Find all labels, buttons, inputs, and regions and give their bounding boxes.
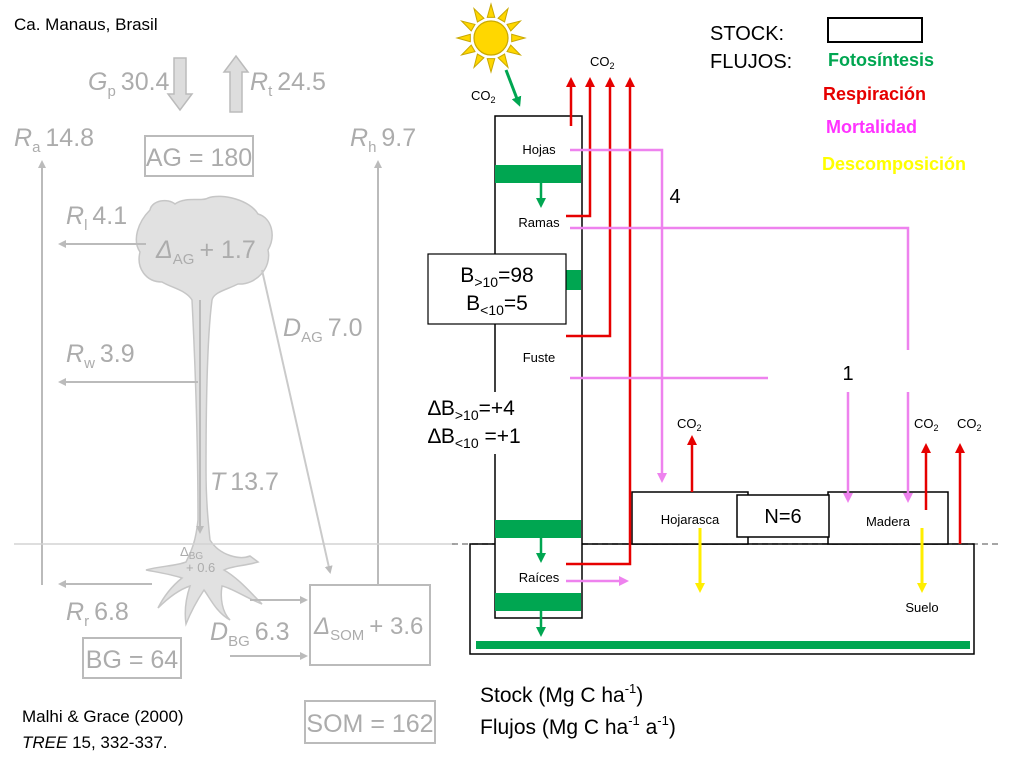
legend-stock-swatch [827,17,923,43]
delta-biomass-large: ∆B>10=+4 [428,397,515,423]
label-raices: Raíces [519,570,560,585]
sun-ray [486,58,496,74]
delta-bg-label: ΔBG [180,544,203,562]
tree-silhouette [135,195,273,627]
som-box [304,700,436,744]
n-box-label: N=6 [764,506,801,528]
sun-ray [486,2,496,18]
resp-arrow-ramas [566,77,595,218]
green-bar-hojas [495,165,581,183]
ag-box-label: AG = 180 [146,144,252,172]
co2-label-madera: CO2 [914,416,939,433]
legend-respiracion: Respiración [823,84,926,104]
delta-som-box [309,584,431,666]
label-ramas: Ramas [518,215,560,230]
ag-box [144,135,254,177]
units-flujos: Flujos (Mg C ha-1 a-1) [480,713,676,739]
flux-4-label: 4 [669,186,680,208]
green-bar-raices [495,593,581,611]
bg-box-label: BG = 64 [86,646,179,674]
legend-stock-label: STOCK: [710,23,784,45]
legend-fotosintesis: Fotosíntesis [828,50,934,70]
right-carbon-diagram: B>10=98 B<10=5 ∆B>10=+4 ∆B<10 =+1 Hojas … [420,2,1000,739]
sun-ray [497,53,509,70]
bg-box [82,637,182,679]
delta-bg-value: + 0.6 [186,560,215,575]
sun-ray [473,53,485,70]
rt-arrow-icon [222,54,250,113]
flux-1-label: 1 [842,363,853,385]
location-label: Ca. Manaus, Brasil [14,15,158,34]
hojarasca-box [631,491,749,545]
resp-arrow-raices [566,77,635,566]
sun-ray [511,33,527,43]
sun-ray [473,6,485,23]
legend-flujos-label: FLUJOS: [710,51,792,73]
tree-column [494,115,583,619]
green-bar-ramas [566,270,581,290]
mort-arrow-hojas [570,148,667,483]
delta-biomass-small: ∆B<10 =+1 [428,425,521,451]
n-box [736,494,830,538]
co2-label-suelo: CO2 [957,416,982,433]
units-stock: Stock (Mg C ha-1) [480,681,643,707]
co2-label-in: CO2 [471,88,496,105]
sun-ray [459,44,476,56]
mort-arrow-ramas [570,226,910,350]
delta-ag-label: ΔAG+ 1.7 [155,236,256,268]
sun-ray [506,20,523,32]
legend-mortalidad: Mortalidad [826,117,917,137]
label-madera: Madera [866,514,911,529]
som-box-label: SOM = 162 [306,710,433,738]
sun-ray [459,20,476,32]
legend-descomposicion: Descomposición [822,154,966,174]
co2-label-hojarasca: CO2 [677,416,702,433]
sun-ray [455,33,471,43]
delta-biomass-bg [420,392,550,454]
co2-label-top: CO2 [590,54,615,71]
dag-arrow [261,269,333,574]
gp-arrow-icon [166,57,194,112]
biomass-box [427,253,567,325]
citation-authors: Malhi & Grace (2000) [22,707,184,726]
label-hojarasca: Hojarasca [661,512,720,527]
label-fuste: Fuste [523,350,556,365]
biomass-small-label: B<10=5 [466,292,528,318]
photo-arrow-sun [504,69,522,107]
label-suelo: Suelo [905,600,938,615]
green-bar-fuste [495,520,581,538]
biomass-large-label: B>10=98 [460,264,533,290]
citation-journal: TREE 15, 332-337. [22,733,168,752]
sun-icon [455,2,527,74]
label-hojas: Hojas [522,142,556,157]
resp-arrow-fuste [566,77,615,338]
sun-ray [497,6,509,23]
delta-som-label: ΔSOM+ 3.6 [313,613,423,644]
sun-ray [506,44,523,56]
soil-green-bar [476,641,970,649]
